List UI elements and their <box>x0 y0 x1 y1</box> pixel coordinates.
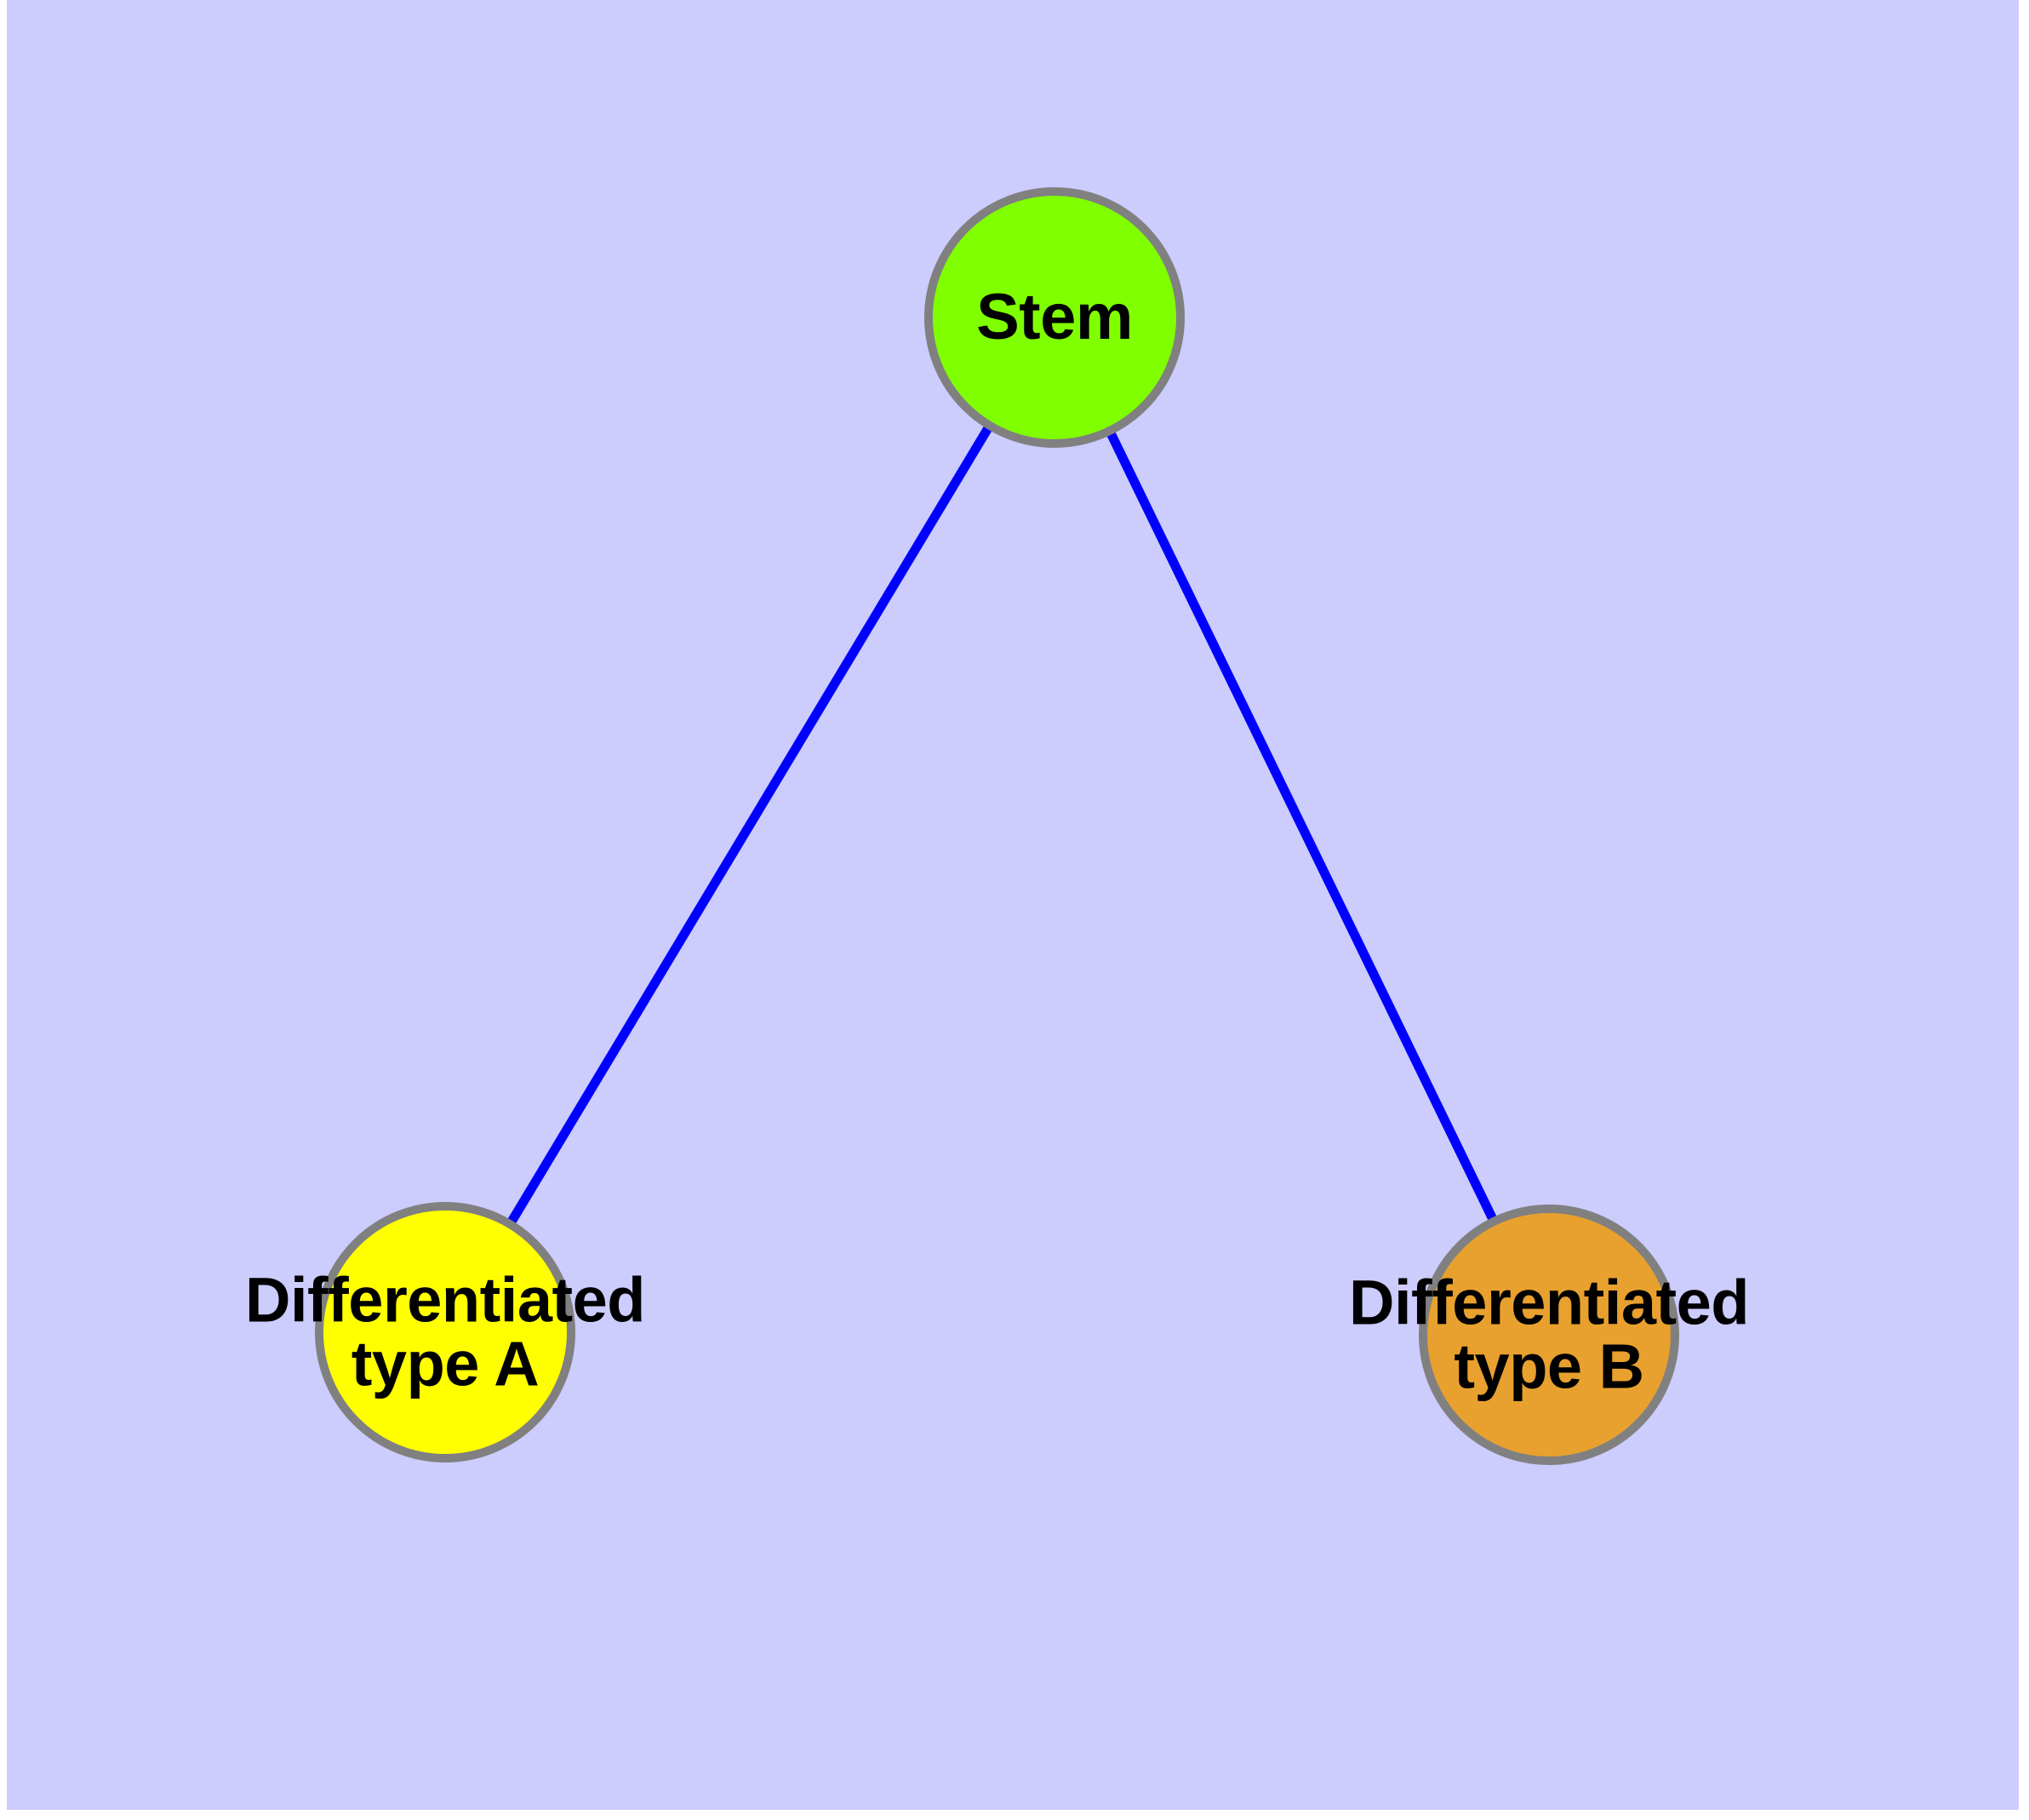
node-differentiated-type-a[interactable] <box>315 1202 575 1462</box>
edge-stem-to-type-b <box>1105 428 1499 1224</box>
edge-stem-to-type-a <box>506 423 994 1227</box>
node-layer <box>315 187 1679 1465</box>
edge-layer <box>506 423 1499 1227</box>
node-differentiated-type-b[interactable] <box>1419 1205 1679 1465</box>
node-stem[interactable] <box>924 187 1185 448</box>
